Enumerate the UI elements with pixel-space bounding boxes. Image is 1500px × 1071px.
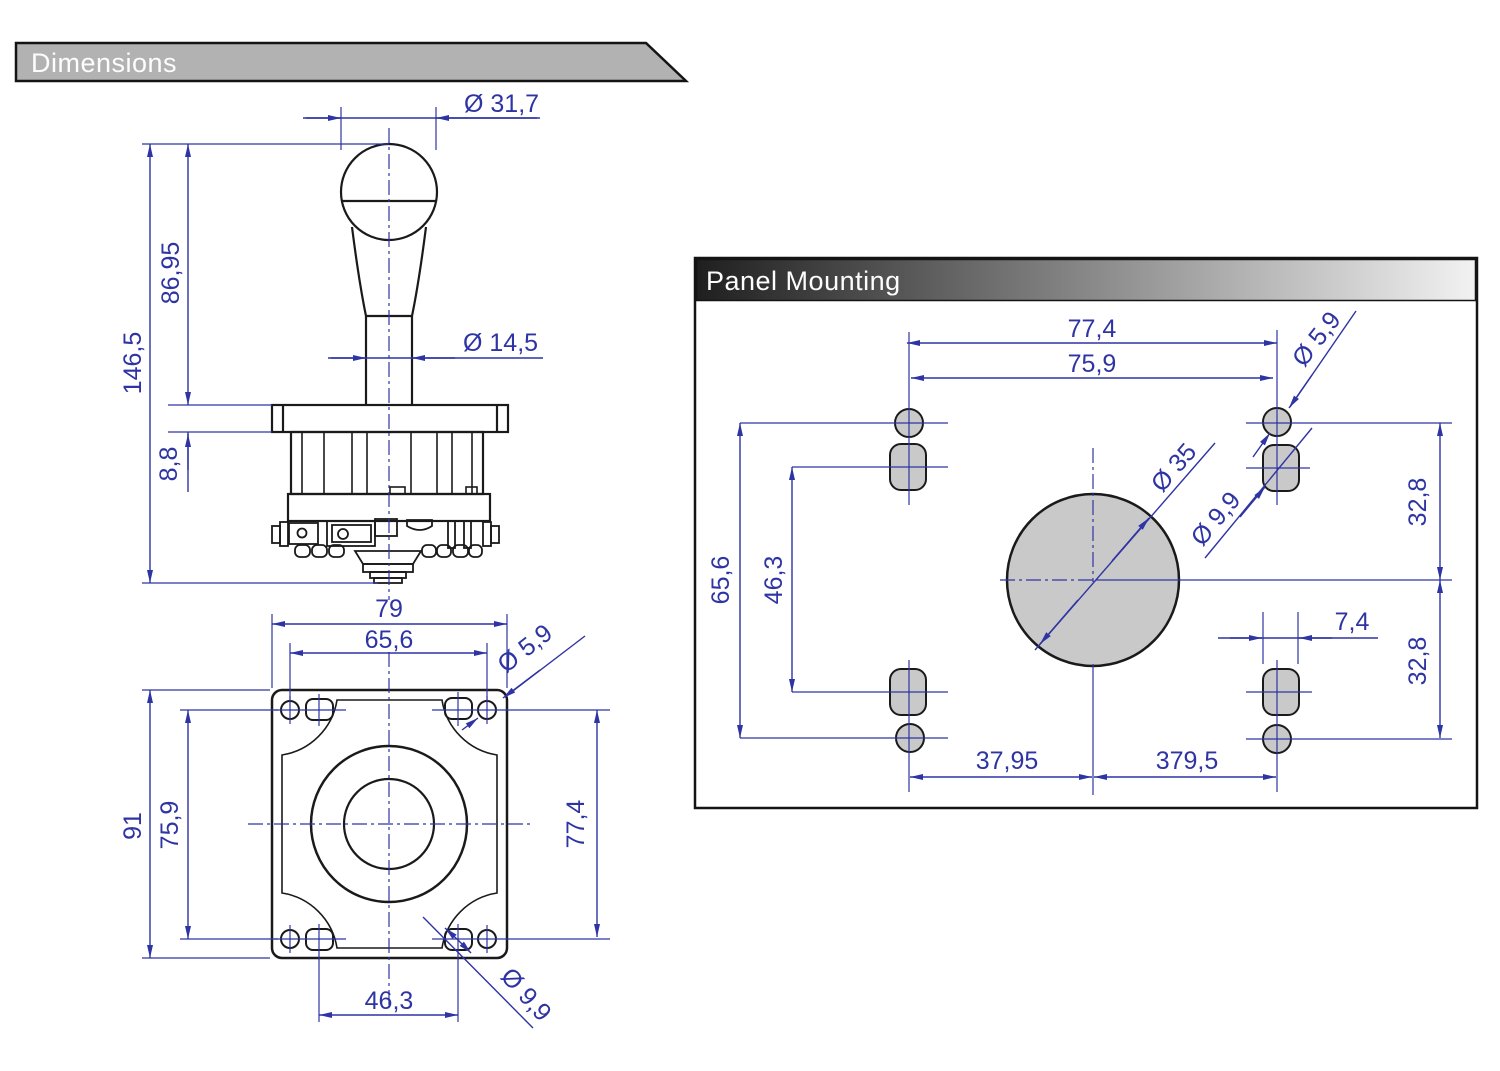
- dim-label-total-height: 146,5: [119, 332, 147, 395]
- dimensions-banner-title: Dimensions: [31, 48, 177, 78]
- dim-label-plate-slot-span-x: 46,3: [365, 987, 414, 1015]
- dim-label-plate-corner-hole-dia: Ø 5,9: [492, 619, 557, 679]
- dim-label-panel-slot-width: 7,4: [1335, 608, 1370, 636]
- mounting-flange: [270, 403, 510, 434]
- side-view-extension-lines: [142, 107, 437, 584]
- dim-label-panel-hole-span-y: 65,6: [707, 556, 735, 605]
- panel-header-title: Panel Mounting: [706, 266, 901, 296]
- dim-label-shaft-diameter: Ø 14,5: [463, 329, 538, 357]
- dim-label-plate-slot-span-y: 77,4: [562, 800, 590, 849]
- panel-mounting-box: Panel Mounting: [693, 256, 1479, 810]
- knob-taper-right: [410, 226, 428, 317]
- dim-label-knob-height: 86,95: [157, 242, 185, 305]
- panel-dimension-lines: [737, 310, 1443, 780]
- plate-view: 79 65,6 Ø 5,9 91 75,9 77,4 46,3 Ø 9,9: [119, 595, 610, 1029]
- side-view: Ø 31,7 Ø 14,5 86,95 146,5 8,8: [119, 90, 543, 600]
- side-view-geometry: [270, 142, 510, 584]
- dim-label-panel-slot-span-y: 46,3: [760, 556, 788, 605]
- dim-label-panel-lower-offset: 32,8: [1404, 637, 1432, 686]
- dimensions-banner: Dimensions: [14, 41, 690, 83]
- plate-view-dimension-lines: [147, 621, 600, 1029]
- dim-label-panel-hole-span-x: 75,9: [1068, 350, 1117, 378]
- dim-label-flange-thickness: 8,8: [155, 447, 183, 482]
- body-ribs: [301, 432, 473, 494]
- panel-view: 77,4 75,9 Ø 5,9 Ø 35 Ø 9,9 65,6 46,3 32,…: [707, 306, 1452, 795]
- dim-label-panel-right-center-offset: 379,5: [1156, 747, 1219, 775]
- dim-label-plate-width: 79: [375, 595, 403, 623]
- panel-extension-lines: [740, 330, 1452, 795]
- dimensions-banner-shape: [14, 41, 690, 83]
- side-view-dimension-lines: [147, 115, 543, 583]
- plate-view-extension-lines: [142, 614, 610, 1022]
- dim-label-plate-hole-span-x: 65,6: [365, 626, 414, 654]
- knob-taper-left: [350, 226, 368, 317]
- plate-inner-contour: [281, 699, 498, 949]
- dim-label-plate-height: 91: [119, 812, 147, 840]
- dim-label-plate-hole-span-y: 75,9: [156, 801, 184, 850]
- dim-label-knob-diameter: Ø 31,7: [464, 90, 539, 118]
- dim-label-panel-upper-offset: 32,8: [1404, 478, 1432, 527]
- dim-label-plate-slot-dia: Ø 9,9: [495, 963, 557, 1027]
- panel-header-bar: [695, 258, 1477, 302]
- dim-label-panel-slot-span-x: 77,4: [1068, 315, 1117, 343]
- dim-label-panel-left-center-offset: 37,95: [976, 747, 1039, 775]
- bottom-actuator: [353, 550, 423, 584]
- body-housing: [289, 430, 485, 496]
